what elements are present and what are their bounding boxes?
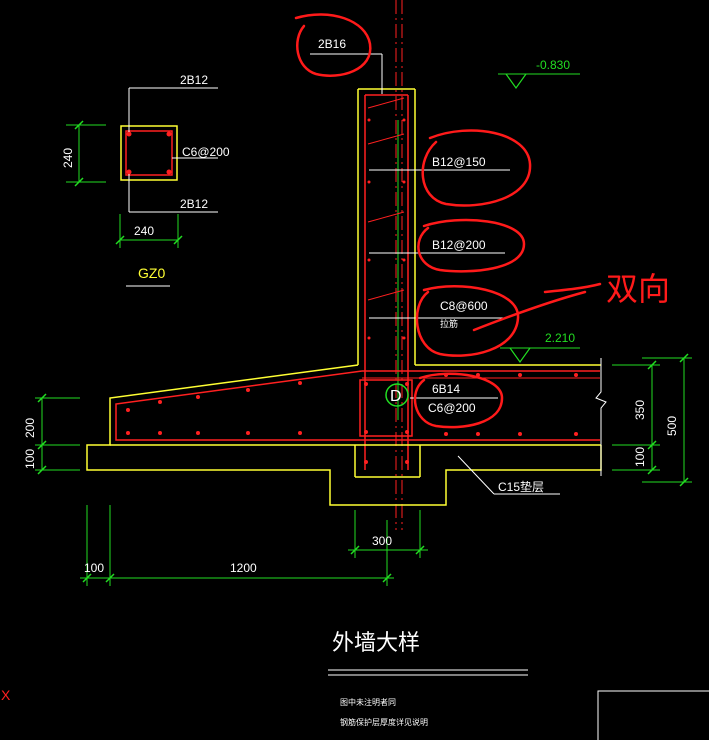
wall-top-bar-label: 2B16 — [318, 37, 346, 51]
wall-section: D 2B16 B12@150 B12@200 C8@600 拉筋 6B14 C6… — [86, 0, 607, 530]
wall-bar-3-label: C8@600 — [440, 299, 488, 313]
column-outline — [120, 125, 178, 181]
dim-left-100: 100 — [23, 449, 37, 469]
column-section: 2B12 C6@200 2B12 240 240 GZ0 — [61, 73, 230, 287]
dim-right-100: 100 — [633, 447, 647, 467]
origin-marker: X — [1, 687, 11, 703]
drawing-note-2: 钢筋保护层厚度详见说明 — [340, 717, 428, 727]
markup-circle — [421, 129, 532, 207]
column-bar — [166, 169, 172, 175]
base-stirrup-label: C6@200 — [428, 401, 476, 415]
base-bar-label: 6B14 — [432, 382, 460, 396]
markup-circle — [413, 372, 504, 429]
markup-circle — [417, 218, 526, 273]
drawing-note-1: 图中未注明者同 — [340, 697, 396, 707]
markup-arrow-line — [543, 282, 602, 294]
axis-bubble — [385, 383, 409, 407]
markup-circle — [415, 284, 520, 357]
dimensions — [35, 353, 692, 586]
drawing-title: 外墙大样 — [332, 630, 420, 655]
cushion-label: C15垫层 — [498, 479, 544, 494]
column-bottom-bar-label: 2B12 — [180, 197, 208, 211]
markup-arrow-line — [472, 290, 587, 332]
column-rebar-cage — [125, 130, 173, 176]
wall-bar-3-note: 拉筋 — [440, 318, 458, 329]
column-name: GZ0 — [138, 265, 165, 281]
column-top-bar-label: 2B12 — [180, 73, 208, 87]
elevation-mid: 2.210 — [545, 331, 575, 345]
column-stirrup-label: C6@200 — [182, 145, 230, 159]
column-width-dim: 240 — [134, 224, 154, 238]
markup-text: 双向 — [606, 271, 670, 307]
wall-bar-1-label: B12@150 — [432, 155, 486, 169]
dim-right-350: 350 — [633, 400, 647, 420]
column-height-dim: 240 — [61, 148, 75, 168]
dim-span-1200: 1200 — [230, 561, 257, 575]
markup-annotations — [294, 13, 602, 429]
dim-right-500: 500 — [665, 416, 679, 436]
dim-width-300: 300 — [372, 534, 392, 548]
axis-label: D — [390, 388, 402, 405]
column-bar — [126, 169, 132, 175]
markup-circle — [294, 13, 372, 77]
dim-span-100: 100 — [84, 561, 104, 575]
title-block-frame — [597, 690, 709, 740]
elevation-top: -0.830 — [536, 58, 570, 72]
column-bar — [166, 131, 172, 137]
dim-left-200: 200 — [23, 418, 37, 438]
column-bar — [126, 131, 132, 137]
wall-bar-2-label: B12@200 — [432, 238, 486, 252]
